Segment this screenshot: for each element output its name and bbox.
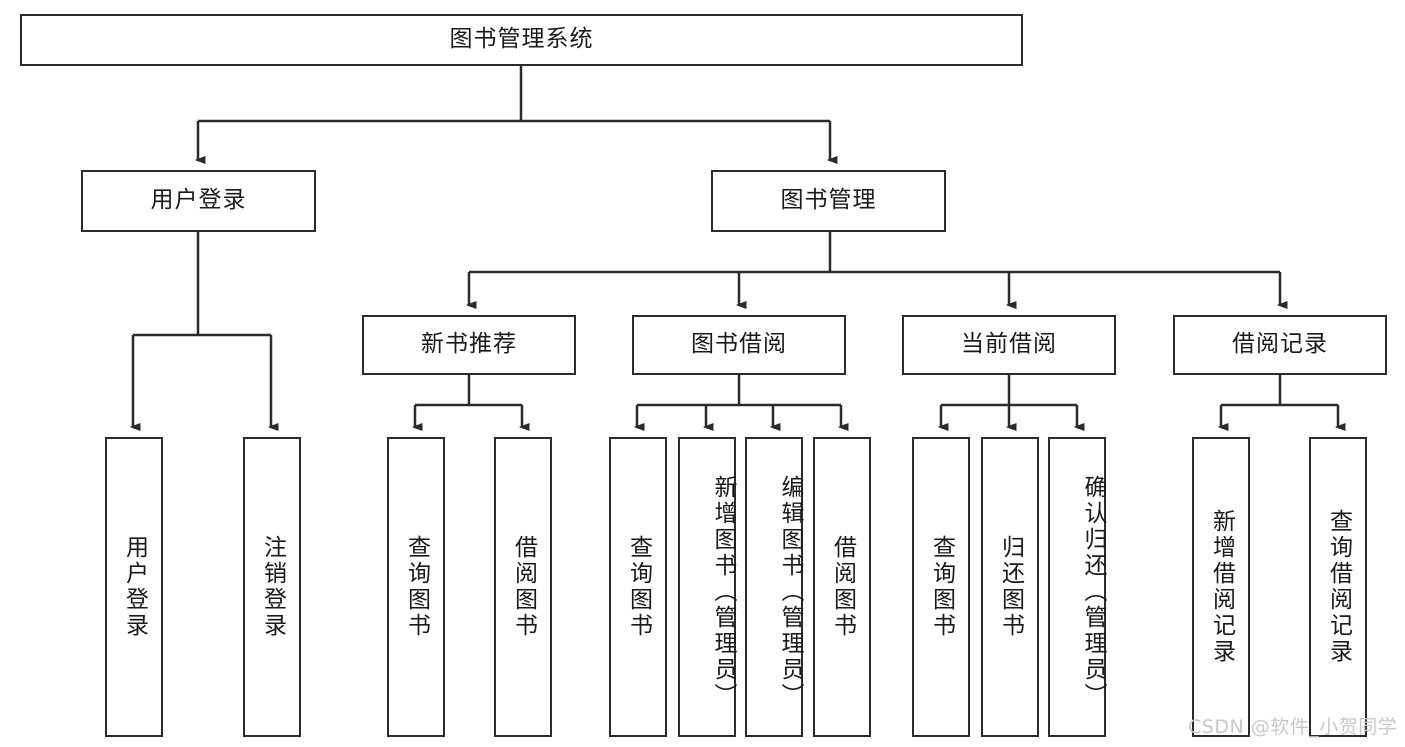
- node-label: 新增图书（管理员）: [710, 475, 736, 709]
- node-leaf-logout-login[interactable]: 注销登录: [243, 437, 301, 737]
- node-leaf-add-record[interactable]: 新增借阅记录: [1192, 437, 1250, 737]
- node-label: 借阅图书: [829, 535, 856, 639]
- node-label: 查询图书: [403, 535, 430, 639]
- node-label: 图书管理: [780, 187, 877, 214]
- node-leaf-query-book-2[interactable]: 查询图书: [609, 437, 667, 737]
- node-borrow-record[interactable]: 借阅记录: [1173, 315, 1387, 375]
- node-leaf-user-login[interactable]: 用户登录: [105, 437, 163, 737]
- node-label: 编辑图书（管理员）: [777, 475, 803, 709]
- node-leaf-query-record[interactable]: 查询借阅记录: [1309, 437, 1367, 737]
- node-label: 图书管理系统: [449, 26, 594, 53]
- node-label: 新书推荐: [421, 331, 517, 358]
- node-leaf-borrow-book-2[interactable]: 借阅图书: [813, 437, 871, 737]
- node-leaf-return-book[interactable]: 归还图书: [981, 437, 1039, 737]
- node-leaf-borrow-book-1[interactable]: 借阅图书: [494, 437, 552, 737]
- node-current-borrow[interactable]: 当前借阅: [902, 315, 1116, 375]
- node-leaf-edit-book[interactable]: 编辑图书（管理员）: [745, 437, 803, 737]
- node-leaf-confirm-return[interactable]: 确认归还（管理员）: [1048, 437, 1106, 737]
- node-book-borrow[interactable]: 图书借阅: [632, 315, 846, 375]
- node-label: 新增借阅记录: [1208, 509, 1235, 665]
- node-leaf-query-book-3[interactable]: 查询图书: [912, 437, 970, 737]
- node-root-system[interactable]: 图书管理系统: [20, 14, 1023, 66]
- node-label: 查询图书: [625, 535, 652, 639]
- node-label: 确认归还（管理员）: [1080, 475, 1106, 709]
- node-label: 借阅图书: [510, 535, 537, 639]
- node-label: 查询借阅记录: [1325, 509, 1352, 665]
- node-leaf-query-book-1[interactable]: 查询图书: [387, 437, 445, 737]
- node-label: 查询图书: [928, 535, 955, 639]
- node-label: 归还图书: [997, 535, 1024, 639]
- node-user-login[interactable]: 用户登录: [81, 170, 316, 232]
- node-label: 用户登录: [150, 187, 247, 214]
- node-book-manage[interactable]: 图书管理: [711, 170, 946, 232]
- node-label: 借阅记录: [1232, 331, 1328, 358]
- csdn-watermark: CSDN @软件_小贺同学: [1188, 716, 1398, 738]
- node-label: 用户登录: [121, 535, 148, 639]
- node-label: 注销登录: [259, 535, 286, 639]
- node-label: 图书借阅: [691, 331, 787, 358]
- node-new-book-recommend[interactable]: 新书推荐: [362, 315, 576, 375]
- node-label: 当前借阅: [961, 331, 1057, 358]
- node-leaf-add-book[interactable]: 新增图书（管理员）: [678, 437, 736, 737]
